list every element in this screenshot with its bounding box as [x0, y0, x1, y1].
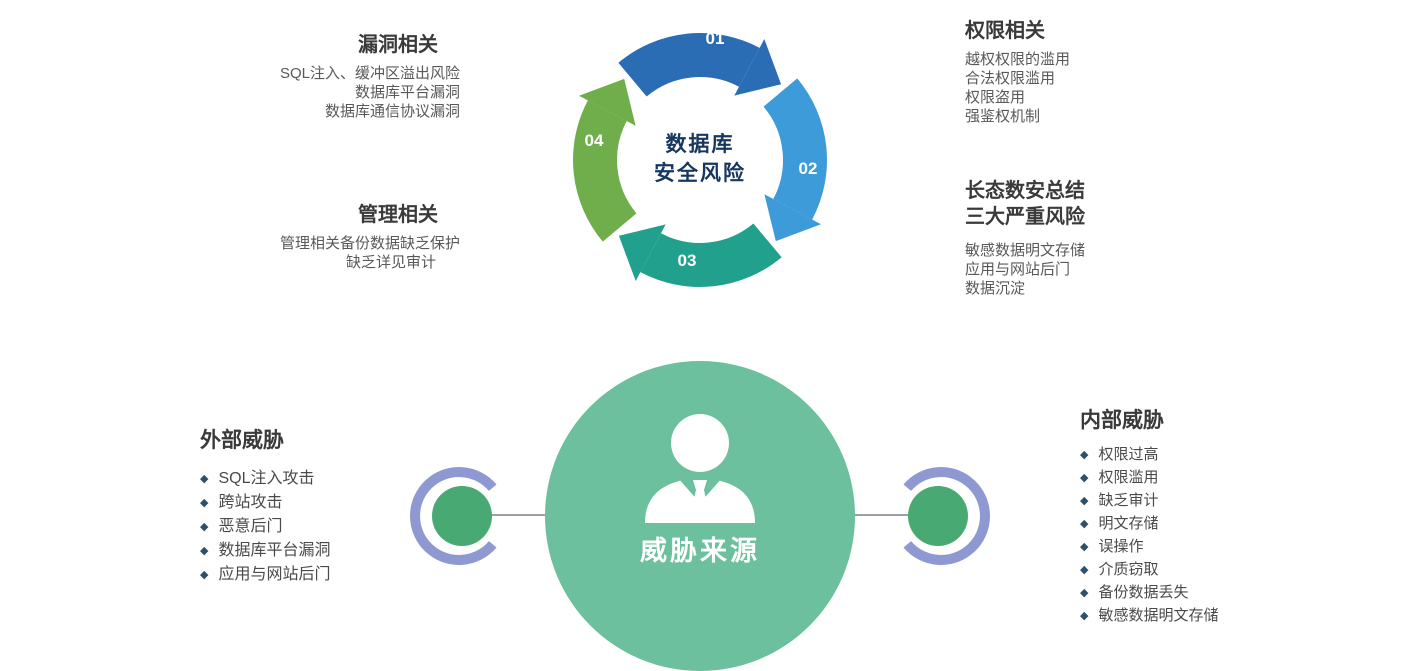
diamond-bullet-icon: ◆ — [200, 544, 209, 557]
list-item-label: 误操作 — [1098, 538, 1144, 555]
list-item-label: 权限滥用 — [1098, 469, 1159, 486]
external-threats: 外部威胁 ◆ SQL注入攻击 ◆ 跨站攻击 ◆ 恶意后门 ◆ 数据库平台漏洞 ◆ 应用与网… — [200, 424, 440, 590]
left-node — [410, 467, 497, 565]
diamond-bullet-icon: ◆ — [1080, 494, 1089, 507]
list-item-label: 数据库平台漏洞 — [218, 542, 331, 559]
list-item: ◆ 明文存储 — [1080, 516, 1320, 532]
diamond-bullet-icon: ◆ — [1080, 448, 1089, 461]
connector-line-left — [468, 514, 563, 516]
cycle-arc-04 — [573, 100, 637, 242]
list-item: ◆ 权限过高 — [1080, 447, 1320, 463]
callout-line: 数据库通信协议漏洞 — [324, 103, 460, 120]
threat-source-circle: 威胁来源 — [545, 361, 855, 671]
callout-line: SQL注入、缓冲区溢出风险 — [279, 65, 460, 82]
diamond-bullet-icon: ◆ — [1080, 540, 1089, 553]
list-item-label: SQL注入攻击 — [218, 470, 315, 487]
diamond-bullet-icon: ◆ — [1080, 609, 1089, 622]
callout-permission-title: 权限相关 — [965, 20, 1045, 42]
diamond-bullet-icon: ◆ — [1080, 586, 1089, 599]
person-head-icon — [671, 414, 729, 472]
diamond-bullet-icon: ◆ — [1080, 563, 1089, 576]
person-icon — [645, 414, 755, 523]
list-item: ◆ SQL注入攻击 — [200, 470, 440, 488]
list-item: ◆ 跨站攻击 — [200, 494, 440, 512]
external-threats-list: ◆ SQL注入攻击 ◆ 跨站攻击 ◆ 恶意后门 ◆ 数据库平台漏洞 ◆ 应用与网站后门 — [200, 470, 440, 584]
cycle-arrowhead-03-icon — [618, 224, 666, 281]
step-number-04: 04 — [585, 131, 604, 150]
list-item: ◆ 权限滥用 — [1080, 470, 1320, 486]
list-item: ◆ 敏感数据明文存储 — [1080, 608, 1320, 624]
list-item: ◆ 应用与网站后门 — [200, 566, 440, 584]
callout-line: 权限盗用 — [965, 89, 1026, 106]
callout-line: 数据沉淀 — [965, 280, 1026, 297]
callout-line: 合法权限滥用 — [965, 70, 1056, 87]
list-item-label: 介质窃取 — [1098, 561, 1159, 578]
diamond-bullet-icon: ◆ — [200, 472, 209, 485]
callout-line: 强鉴权机制 — [965, 108, 1041, 125]
diamond-bullet-icon: ◆ — [200, 496, 209, 509]
cycle-diagram: 01 02 03 04 — [573, 29, 827, 287]
person-tie-tail-icon — [691, 490, 709, 523]
list-item: ◆ 介质窃取 — [1080, 562, 1320, 578]
external-threats-title: 外部威胁 — [200, 429, 284, 452]
step-number-03: 03 — [678, 251, 697, 270]
diamond-bullet-icon: ◆ — [1080, 517, 1089, 530]
list-item-label: 恶意后门 — [218, 518, 283, 535]
callout-summary: 长态数安总结 三大严重风险 敏感数据明文存储 应用与网站后门 数据沉淀 — [965, 178, 1265, 298]
connector-line-right — [838, 514, 938, 516]
list-item-label: 跨站攻击 — [218, 494, 283, 511]
left-node-circle-icon — [432, 486, 492, 546]
cycle-center-title: 数据库 安全风险 — [620, 130, 780, 188]
diamond-bullet-icon: ◆ — [1080, 471, 1089, 484]
diamond-bullet-icon: ◆ — [200, 568, 209, 581]
callout-permission: 权限相关 越权权限的滥用 合法权限滥用 权限盗用 强鉴权机制 — [965, 14, 1265, 126]
step-number-01: 01 — [706, 29, 725, 48]
internal-threats-list: ◆ 权限过高 ◆ 权限滥用 ◆ 缺乏审计 ◆ 明文存储 ◆ 误操作 ◆ 介质窃取 ◆ 备份数据… — [1080, 447, 1320, 624]
callout-line: 管理相关备份数据缺乏保护 — [279, 235, 460, 252]
cycle-arrowhead-02-icon — [764, 194, 821, 242]
callout-summary-title-line1: 长态数安总结 — [965, 180, 1085, 202]
callout-summary-title-line2: 三大严重风险 — [965, 206, 1085, 228]
callout-line: 缺乏详见审计 — [345, 254, 436, 271]
cycle-center-title-line2: 安全风险 — [654, 162, 746, 185]
right-node — [903, 467, 990, 565]
threat-source-label: 威胁来源 — [640, 536, 760, 566]
list-item: ◆ 数据库平台漏洞 — [200, 542, 440, 560]
cycle-center-title-line1: 数据库 — [665, 133, 735, 156]
list-item-label: 缺乏审计 — [1098, 492, 1159, 509]
list-item: ◆ 恶意后门 — [200, 518, 440, 536]
right-node-circle-icon — [908, 486, 968, 546]
list-item: ◆ 误操作 — [1080, 539, 1320, 555]
internal-threats-title: 内部威胁 — [1080, 409, 1164, 432]
list-item: ◆ 缺乏审计 — [1080, 493, 1320, 509]
callout-line: 应用与网站后门 — [965, 261, 1071, 278]
callout-line: 敏感数据明文存储 — [965, 242, 1086, 259]
list-item-label: 应用与网站后门 — [218, 566, 331, 583]
cycle-arrowhead-01-icon — [734, 39, 782, 96]
list-item-label: 明文存储 — [1098, 515, 1159, 532]
cycle-arc-01 — [618, 33, 760, 97]
left-node-ring-icon — [410, 467, 497, 565]
list-item-label: 权限过高 — [1098, 446, 1159, 463]
callout-vulnerability: 漏洞相关 SQL注入、缓冲区溢出风险 数据库平台漏洞 数据库通信协议漏洞 — [130, 28, 460, 121]
callout-vulnerability-title: 漏洞相关 — [358, 34, 438, 56]
right-node-ring-icon — [903, 467, 990, 565]
step-number-02: 02 — [799, 159, 818, 178]
list-item-label: 备份数据丢失 — [1098, 584, 1189, 601]
list-item: ◆ 备份数据丢失 — [1080, 585, 1320, 601]
callout-line: 数据库平台漏洞 — [354, 84, 460, 101]
list-item-label: 敏感数据明文存储 — [1098, 607, 1219, 624]
cycle-arc-03 — [640, 223, 782, 287]
person-tie-knot-icon — [693, 480, 707, 490]
cycle-arrowhead-04-icon — [579, 78, 636, 126]
callout-management: 管理相关 管理相关备份数据缺乏保护 缺乏详见审计 — [130, 198, 460, 272]
callout-line: 越权权限的滥用 — [965, 51, 1071, 68]
cycle-arc-02 — [763, 78, 827, 220]
diamond-bullet-icon: ◆ — [200, 520, 209, 533]
callout-management-title: 管理相关 — [358, 204, 438, 226]
internal-threats: 内部威胁 ◆ 权限过高 ◆ 权限滥用 ◆ 缺乏审计 ◆ 明文存储 ◆ 误操作 ◆ 介质窃取 … — [1080, 404, 1320, 631]
